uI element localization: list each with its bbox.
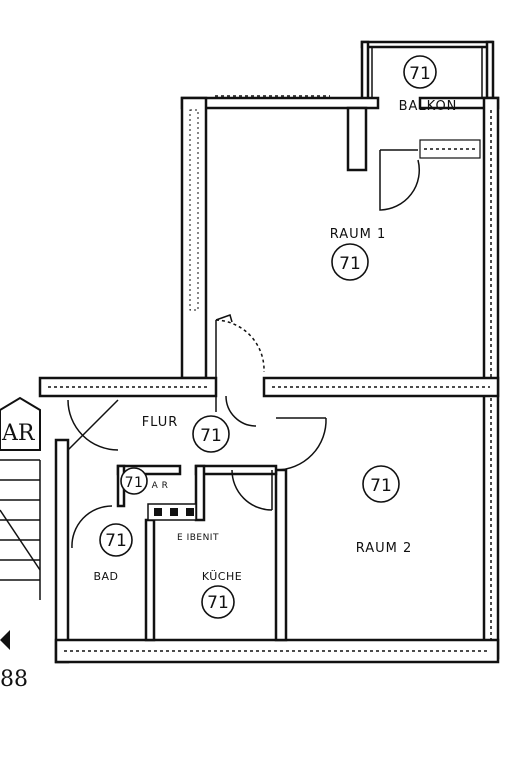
balcony-area [360,40,495,104]
door-raum1-swing [215,314,265,378]
balkon-number: 71 [409,64,431,84]
kochnische-label: E IBENIT [177,533,219,543]
bad-number-circle [99,523,133,557]
stair-marker-label: AR [1,421,36,446]
flur-doors [67,395,327,549]
stair-marker: AR [0,396,41,451]
flur-number-circle [192,415,230,453]
raum-2-number: 71 [370,476,392,496]
lower-walls [54,438,500,664]
raum-1-number-circle [331,243,369,281]
abstellraum-number: 71 [125,475,144,491]
staircase [0,459,41,650]
raum-2-label: RAUM 2 [356,541,413,556]
bad-label: BAD [93,570,118,583]
flur-label: FLUR [142,415,179,430]
balkon-label: BALKON [399,99,458,114]
bad-number: 71 [105,531,127,551]
raum-1-number: 71 [339,254,361,274]
kueche-number-circle [201,585,235,619]
raum-2-number-circle [362,465,400,503]
balkon-number-circle [403,55,437,89]
kueche-number: 71 [207,593,229,613]
kueche-label: KÜCHE [202,570,242,583]
raum-1-label: RAUM 1 [330,227,387,242]
flur-number: 71 [200,426,222,446]
abstellraum-label: A R [152,481,169,491]
abstellraum-number-circle [120,467,148,495]
middle-wall [38,376,500,398]
corner-number: 88 [0,667,28,692]
